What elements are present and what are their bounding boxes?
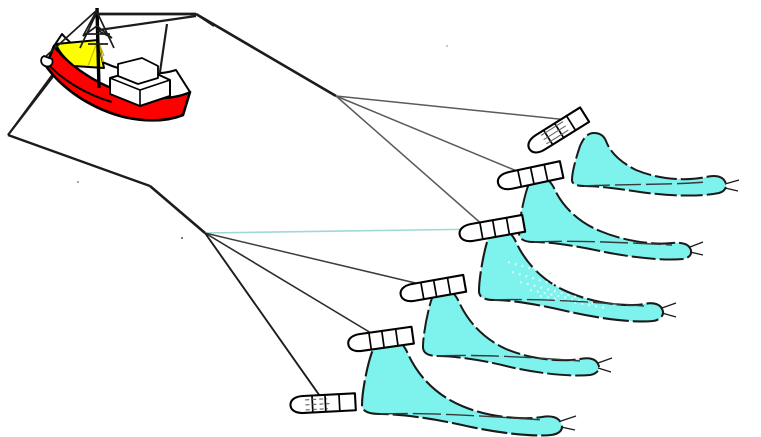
mast [95,7,101,89]
trawl-doors-group [288,106,591,415]
forestay [43,9,98,59]
foredeck-yellow-fan [87,39,105,68]
door-6 [288,392,357,415]
net-3-body [477,226,665,323]
bow-tip [40,55,54,68]
net-5-footrope [379,412,543,421]
bridle-to-door-5 [204,232,377,337]
bridle-tinted-to-door-3 [204,228,487,234]
net-3-lazy-line [661,302,677,318]
bridle-to-door-6 [204,232,323,400]
outrigger-boom-starboard-lower [98,14,197,32]
net-4-footrope [437,354,581,362]
trawl-nets-group [360,132,740,437]
net-4-body [422,287,600,377]
trawler-vessel [7,7,448,240]
net-1-footrope [583,181,707,187]
net-3-mesh-texture [507,260,607,310]
net-5-lazy-line [560,415,577,431]
net-1-body [571,132,728,197]
net-4-lazy-line [597,357,613,373]
deckhouse-top-edge [109,77,171,106]
stray-speck-3 [446,45,448,47]
wheelhouse [117,57,159,85]
boom-support-strut [158,23,169,73]
net-5-body [360,336,564,437]
boom-aft-stay [195,13,215,27]
net-3-footrope [493,298,645,307]
net-2-footrope [533,240,673,246]
main-warp-lower [149,185,206,234]
bridle-to-door-4 [204,232,429,287]
bridle-to-door-1 [335,95,579,122]
bridle-to-door-2 [335,95,525,175]
stray-speck-2 [77,181,79,183]
main-warp-upper [195,12,337,98]
bulwark-rail [46,62,113,103]
stray-speck [180,236,184,240]
door-1 [523,106,591,158]
net-2-lazy-line [689,241,704,256]
bridle-to-door-3 [335,95,485,227]
towing-warp-group [149,12,579,400]
net-1-lazy-line [724,179,740,192]
port-stay-to-deck [7,133,151,188]
